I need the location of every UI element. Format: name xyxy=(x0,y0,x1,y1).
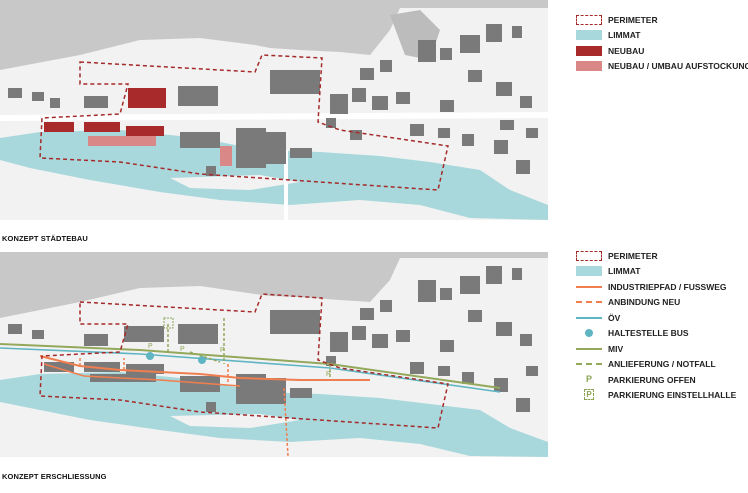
industriepfad-2 xyxy=(43,363,241,387)
legend-item-anbindung: ANBINDUNG NEU xyxy=(576,295,748,311)
perimeter-outline xyxy=(39,54,449,191)
limmat-river xyxy=(0,372,548,457)
bus-stop-icon xyxy=(585,329,593,338)
parking-icon: P xyxy=(586,373,593,384)
map2-caption: KONZEPT ERSCHLIESSUNG xyxy=(2,472,107,481)
legend-item-neubau: NEUBAU xyxy=(576,43,748,59)
forest-area xyxy=(0,0,548,70)
legend-item-perimeter: PERIMETER xyxy=(576,248,748,264)
haltestelle-bus-1 xyxy=(146,352,154,360)
parkierung-offen-3: P xyxy=(220,347,225,354)
anlieferung-route xyxy=(167,318,331,380)
map-konzept-staedtebau xyxy=(0,0,548,220)
legend-item-umbau: NEUBAU / UMBAU AUFSTOCKUNG xyxy=(576,59,748,75)
legend-item-industriepfad: INDUSTRIEPFAD / FUSSWEG xyxy=(576,279,748,295)
parking-garage-icon: P xyxy=(584,389,594,401)
map1-caption: KONZEPT STÄDTEBAU xyxy=(2,234,88,243)
umbau-buildings xyxy=(88,136,232,166)
legend-item-perimeter: PERIMETER xyxy=(576,12,748,28)
legend-staedtebau: PERIMETER LIMMAT NEUBAU NEUBAU / UMBAU A… xyxy=(576,12,748,74)
legend-item-limmat: LIMMAT xyxy=(576,28,748,44)
legend-item-anlieferung: ANLIEFERUNG / NOTFALL xyxy=(576,357,748,373)
forest-area xyxy=(0,252,548,318)
legend-item-haltestelle: HALTESTELLE BUS xyxy=(576,326,748,342)
perimeter-outline xyxy=(39,293,449,429)
miv-road xyxy=(0,343,501,389)
legend-erschliessung: PERIMETER LIMMAT INDUSTRIEPFAD / FUSSWEG… xyxy=(576,248,748,403)
buildings xyxy=(8,24,538,176)
parkierung-offen-2: P xyxy=(180,346,185,353)
legend-item-ov: ÖV xyxy=(576,310,748,326)
neubau-buildings xyxy=(44,88,166,136)
ov-line xyxy=(0,347,501,393)
parkierung-einstellhalle xyxy=(163,317,174,329)
parkierung-offen-1: P xyxy=(148,343,153,350)
limmat-river xyxy=(0,130,548,220)
legend-item-limmat: LIMMAT xyxy=(576,264,748,280)
map-konzept-erschliessung: P P P P xyxy=(0,252,548,457)
legend-item-miv: MIV xyxy=(576,341,748,357)
parkierung-offen-4: P xyxy=(326,371,331,378)
haltestelle-bus-2 xyxy=(198,356,206,364)
